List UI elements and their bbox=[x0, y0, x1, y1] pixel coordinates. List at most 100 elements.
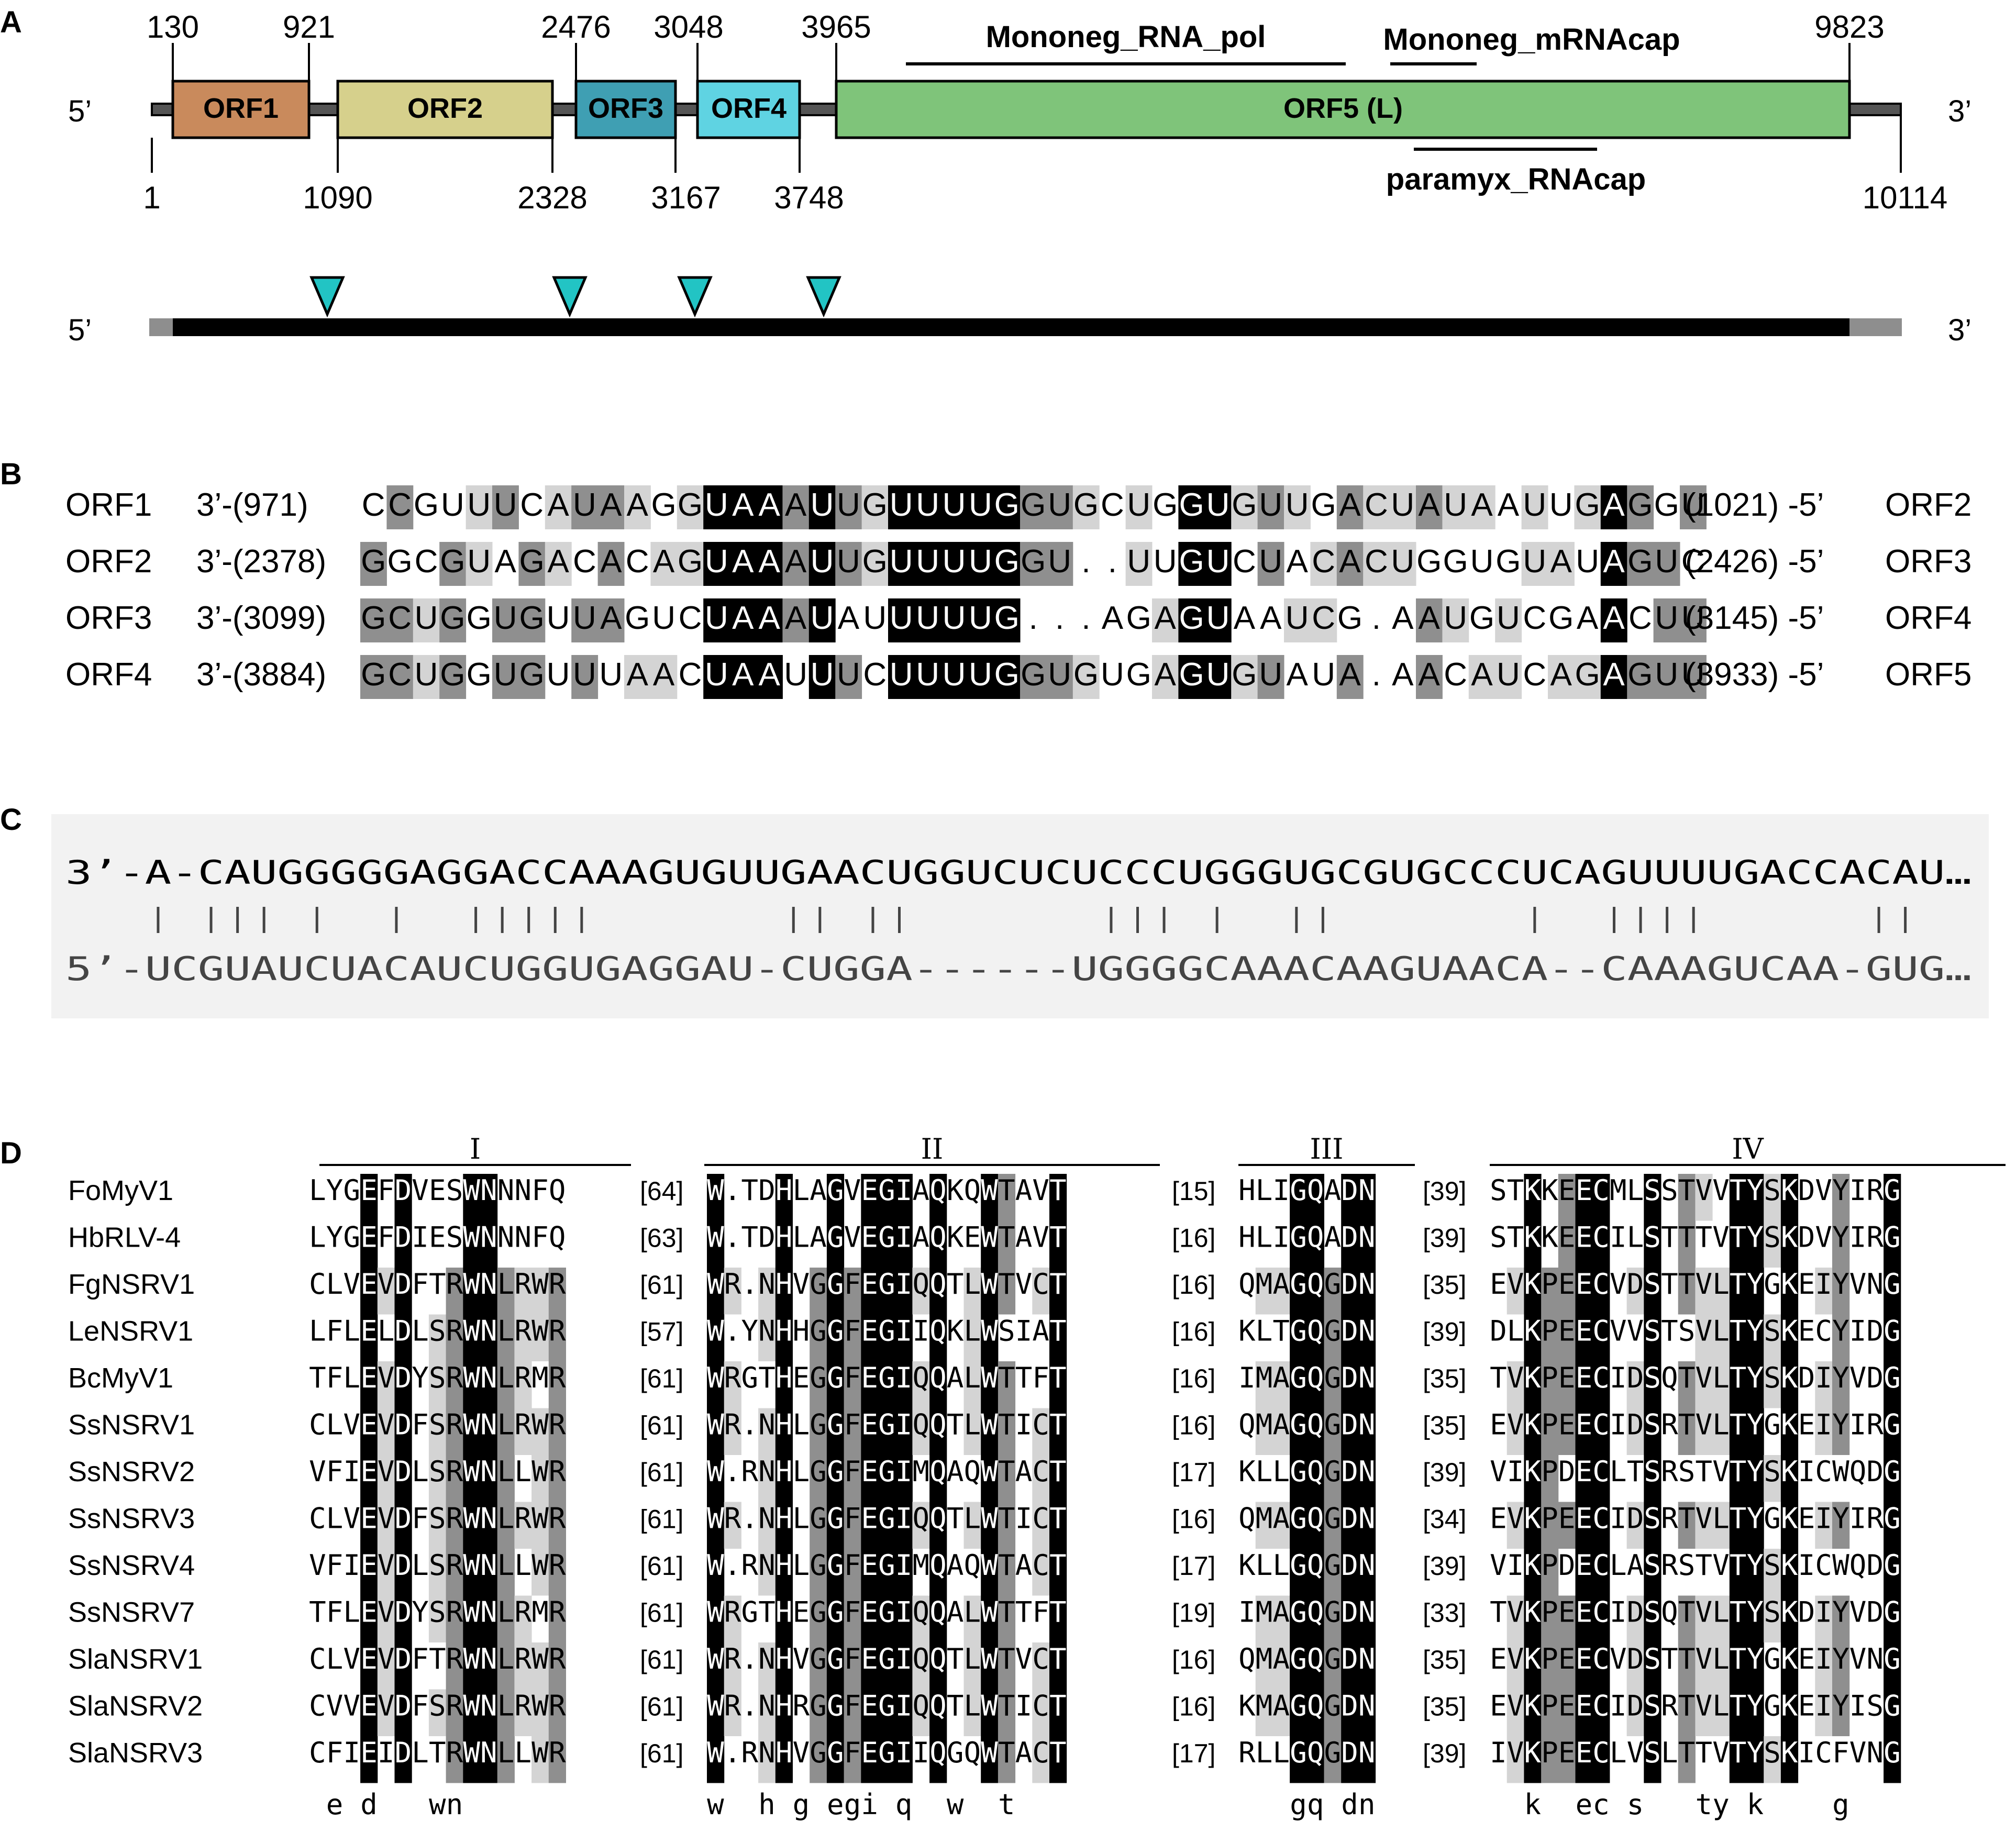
residue: I bbox=[1798, 1549, 1815, 1582]
residue: T bbox=[1730, 1549, 1747, 1582]
residue: V bbox=[1695, 1361, 1712, 1394]
conservation-cell bbox=[1780, 1689, 1799, 1736]
conservation-cell bbox=[1575, 1595, 1593, 1642]
conservation-cell bbox=[531, 1642, 549, 1690]
consensus-residue: t bbox=[998, 1788, 1015, 1821]
residue: M bbox=[912, 1549, 929, 1582]
nucleotide: U bbox=[547, 657, 570, 693]
gap-length: [35] bbox=[1423, 1270, 1466, 1300]
residue: E bbox=[1576, 1549, 1593, 1582]
nucleotide: G bbox=[994, 487, 1020, 523]
junction-marker-1 bbox=[309, 276, 345, 318]
residue: G bbox=[810, 1268, 827, 1301]
residue: W bbox=[981, 1221, 998, 1254]
nucleotide: A bbox=[600, 487, 622, 523]
residue: T bbox=[1049, 1455, 1067, 1488]
conservation-cell bbox=[1600, 485, 1627, 529]
conservation-cell bbox=[844, 1549, 861, 1596]
residue: R bbox=[514, 1690, 531, 1723]
conservation-cell bbox=[981, 1361, 999, 1408]
residue: M bbox=[1256, 1361, 1273, 1394]
residue: A bbox=[1272, 1408, 1290, 1441]
nucleotide: A bbox=[1471, 657, 1493, 693]
conservation-cell bbox=[428, 1408, 447, 1455]
residue: S bbox=[1644, 1642, 1661, 1675]
conservation-cell bbox=[707, 1220, 725, 1268]
conservation-cell bbox=[1644, 1689, 1661, 1736]
residue: T bbox=[1730, 1268, 1747, 1301]
conservation-cell bbox=[1678, 1502, 1696, 1549]
conservation-cell bbox=[1626, 1361, 1644, 1408]
conservation-cell bbox=[1178, 485, 1205, 529]
residue: G bbox=[1884, 1736, 1901, 1769]
residue: C bbox=[1592, 1221, 1610, 1254]
residue: Q bbox=[929, 1502, 947, 1535]
conservation-cell bbox=[1592, 1408, 1610, 1455]
conservation-cell bbox=[531, 1736, 549, 1783]
residue: R bbox=[549, 1361, 566, 1394]
residue: E bbox=[861, 1642, 878, 1675]
residue: G bbox=[827, 1174, 844, 1207]
residue: R bbox=[724, 1502, 741, 1535]
nucleotide: G bbox=[862, 543, 888, 580]
residue: C bbox=[1592, 1690, 1610, 1723]
residue: I bbox=[1610, 1596, 1627, 1629]
conservation-cell bbox=[998, 1502, 1016, 1549]
residue: W bbox=[707, 1315, 724, 1348]
residue: I bbox=[1272, 1221, 1290, 1254]
residue: F bbox=[1032, 1361, 1049, 1394]
residue: N bbox=[758, 1315, 776, 1348]
residue: A bbox=[912, 1174, 929, 1207]
conservation-cell bbox=[1678, 1642, 1696, 1690]
residue: T bbox=[1049, 1736, 1067, 1769]
conservation-cell bbox=[998, 1689, 1016, 1736]
residue: F bbox=[326, 1361, 344, 1394]
nucleotide: U bbox=[1655, 657, 1678, 693]
conservation-cell bbox=[895, 1736, 913, 1783]
conservation-cell bbox=[878, 1595, 896, 1642]
residue: N bbox=[1866, 1736, 1884, 1769]
residue: . bbox=[741, 1690, 758, 1723]
conservation-cell bbox=[1255, 1642, 1273, 1690]
nucleotide: U bbox=[916, 487, 939, 523]
residue: D bbox=[758, 1174, 776, 1207]
nucleotide: A bbox=[653, 657, 675, 693]
conservation-cell bbox=[826, 1408, 845, 1455]
residue: W bbox=[531, 1408, 549, 1441]
conservation-cell bbox=[895, 1220, 913, 1268]
conservation-cell bbox=[1644, 1549, 1661, 1596]
residue: S bbox=[1644, 1361, 1661, 1394]
conservation-cell bbox=[1231, 655, 1258, 699]
residue: V bbox=[309, 1455, 326, 1488]
residue: L bbox=[497, 1736, 515, 1769]
residue: T bbox=[998, 1642, 1015, 1675]
residue: L bbox=[326, 1502, 344, 1535]
nucleotide: G bbox=[519, 657, 544, 693]
conservation-cell bbox=[878, 1174, 896, 1221]
conservation-cell bbox=[1442, 485, 1469, 529]
nucleotide: G bbox=[440, 657, 465, 693]
residue: D bbox=[1341, 1408, 1358, 1441]
residue: T bbox=[998, 1174, 1015, 1207]
residue: I bbox=[1815, 1502, 1832, 1535]
residue: T bbox=[429, 1268, 446, 1301]
nucleotide: U bbox=[943, 543, 966, 580]
residue: T bbox=[1678, 1596, 1696, 1629]
residue: G bbox=[810, 1361, 827, 1394]
conservation-cell bbox=[1780, 1455, 1799, 1502]
residue: V bbox=[1032, 1174, 1049, 1207]
conservation-cell bbox=[967, 485, 994, 529]
nucleotide: U bbox=[1312, 657, 1335, 693]
conservation-cell bbox=[1653, 542, 1680, 586]
domain-mononeg-mrnacap: Mononeg_mRNAcap bbox=[1383, 23, 1680, 57]
residue: G bbox=[810, 1549, 827, 1582]
residue: Y bbox=[1747, 1408, 1764, 1441]
conservation-cell bbox=[1575, 1736, 1593, 1783]
conservation-cell bbox=[1290, 1642, 1308, 1690]
residue: R bbox=[446, 1315, 463, 1348]
residue: T bbox=[1049, 1408, 1067, 1441]
residue: D bbox=[1866, 1361, 1884, 1394]
residue: D bbox=[1558, 1549, 1576, 1582]
residue: V bbox=[378, 1455, 395, 1488]
conservation-cell bbox=[518, 655, 546, 699]
